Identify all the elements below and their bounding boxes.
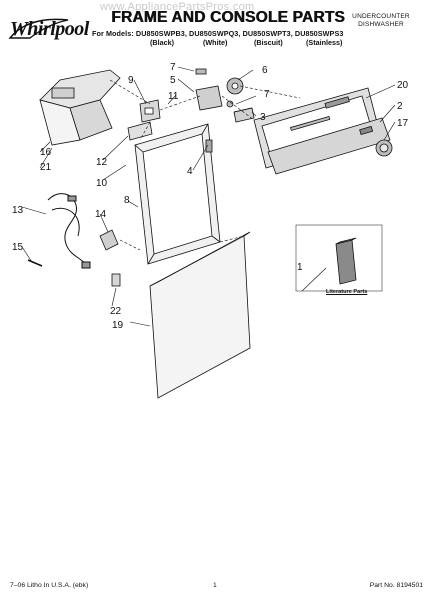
callout-16: 16 bbox=[40, 147, 52, 158]
door-frame-part bbox=[134, 123, 221, 265]
callout-12: 12 bbox=[96, 157, 108, 168]
door-panel-part bbox=[149, 231, 251, 399]
product-line-2: DISHWASHER bbox=[358, 21, 404, 28]
product-type: UNDERCOUNTER DISHWASHER bbox=[341, 13, 421, 29]
callout-13: 13 bbox=[12, 205, 24, 216]
callout-9: 9 bbox=[128, 75, 134, 86]
callout-leader-lines bbox=[21, 66, 396, 327]
wire-harness-part bbox=[47, 193, 91, 269]
clip-part bbox=[111, 273, 121, 287]
callout-22: 22 bbox=[110, 306, 122, 317]
brand-logo-text: Whirlpool bbox=[10, 18, 89, 40]
callout-10: 10 bbox=[96, 178, 108, 189]
model-list: For Models: DU850SWPB3, DU850SWPQ3, DU85… bbox=[92, 29, 344, 38]
callout-20: 20 bbox=[397, 80, 409, 91]
callout-3: 3 bbox=[260, 112, 266, 123]
bracket-part bbox=[127, 121, 153, 141]
callout-7b: 7 bbox=[264, 89, 270, 100]
callout-19: 19 bbox=[112, 320, 124, 331]
knob-part bbox=[375, 139, 393, 157]
callout-2: 2 bbox=[397, 101, 403, 112]
callout-7a: 7 bbox=[170, 62, 176, 73]
control-panel-part bbox=[267, 117, 391, 175]
assembly-leader-lines bbox=[109, 79, 301, 251]
callout-21: 21 bbox=[40, 162, 52, 173]
callout-8: 8 bbox=[124, 195, 130, 206]
callout-15: 15 bbox=[12, 242, 24, 253]
variant-white: (White) bbox=[203, 38, 228, 47]
literature-booklet-part bbox=[335, 237, 357, 285]
callout-17: 17 bbox=[397, 118, 409, 129]
literature-box bbox=[295, 224, 383, 292]
callout-5: 5 bbox=[170, 75, 176, 86]
product-line-1: UNDERCOUNTER bbox=[352, 13, 410, 20]
latch-bracket-part bbox=[139, 99, 161, 123]
literature-parts-label: Literature Parts bbox=[326, 289, 368, 295]
callout-labels: 1 2 3 4 5 6 7 7 8 9 10 11 12 13 14 15 16… bbox=[12, 62, 409, 331]
callout-1: 1 bbox=[297, 262, 303, 273]
footer-part-number: Part No. 8194501 bbox=[369, 582, 423, 589]
callout-14: 14 bbox=[95, 209, 107, 220]
callout-4: 4 bbox=[187, 166, 193, 177]
latch-assembly-part bbox=[195, 68, 255, 123]
watermark-text: www.AppliancePartsPros.com bbox=[100, 1, 255, 13]
whirlpool-logo-icon bbox=[8, 18, 69, 39]
page-title: FRAME AND CONSOLE PARTS bbox=[111, 9, 345, 26]
switch-part bbox=[99, 229, 119, 251]
variant-stainless: (Stainless) bbox=[306, 38, 343, 47]
callout-6: 6 bbox=[262, 65, 268, 76]
callout-11: 11 bbox=[168, 91, 179, 102]
footer-litho: 7–06 Litho In U.S.A. (ebk) bbox=[10, 582, 89, 589]
variant-black: (Black) bbox=[150, 38, 174, 47]
vent-assembly-part bbox=[39, 69, 121, 146]
footer-page-number: 1 bbox=[213, 582, 217, 589]
screw-part bbox=[27, 259, 43, 267]
variant-biscuit: (Biscuit) bbox=[254, 38, 283, 47]
